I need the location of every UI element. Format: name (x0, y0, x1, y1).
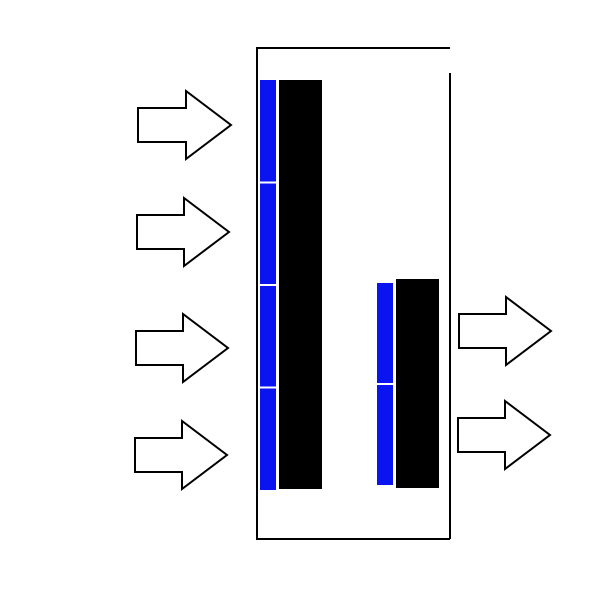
input-arrow-icon-4 (134, 418, 229, 492)
left-blue-segment-1 (260, 80, 276, 183)
input-arrow-icon-1 (137, 88, 233, 162)
left-blue-segment-2 (260, 182, 276, 285)
left-column (134, 80, 322, 492)
right-blue-segment-1 (377, 283, 393, 384)
input-arrow-icon-2 (136, 195, 231, 269)
left-black-bar (279, 80, 322, 489)
left-blue-segment-4 (260, 387, 276, 490)
right-black-bar (396, 279, 439, 488)
input-arrow-icon-3 (135, 311, 230, 385)
right-blue-segment-2 (377, 384, 393, 485)
container-box (256, 47, 451, 540)
output-arrow-icon-1 (458, 294, 553, 368)
right-column (377, 279, 553, 488)
output-arrow-icon-2 (457, 398, 552, 472)
left-blue-segment-3 (260, 285, 276, 388)
